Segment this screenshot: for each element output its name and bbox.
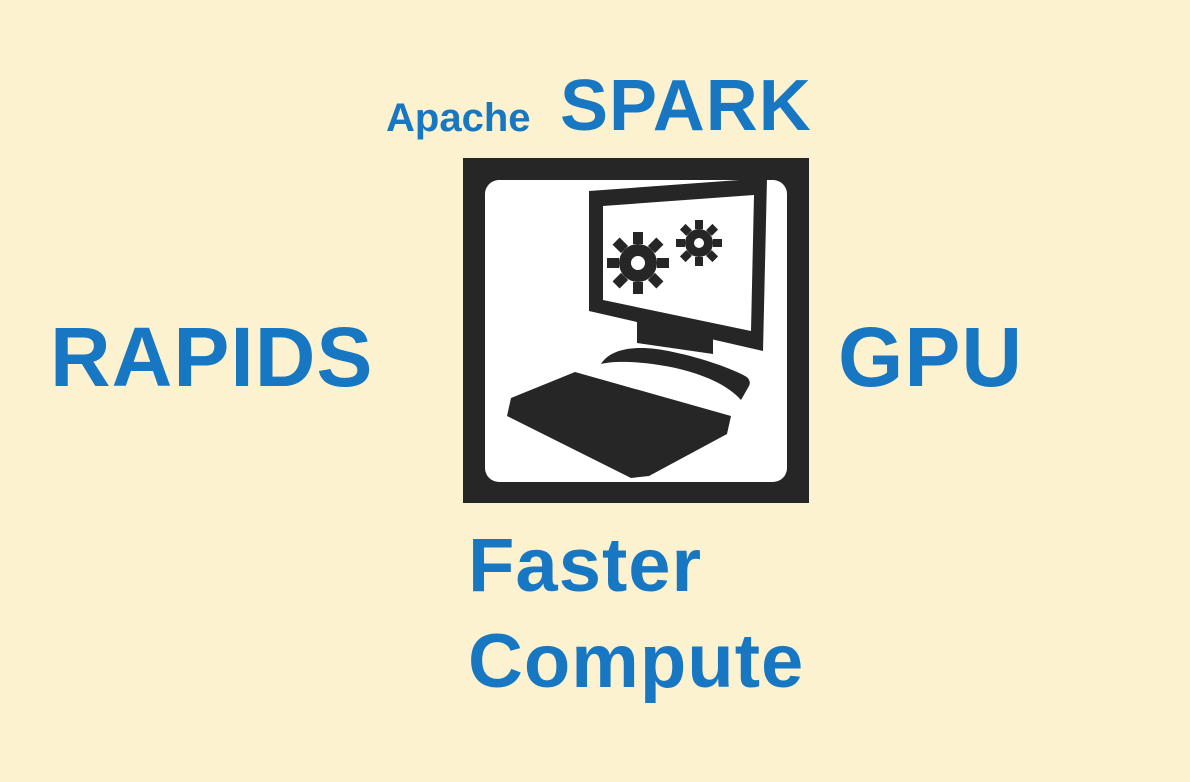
compute-label: Compute bbox=[468, 619, 805, 704]
gpu-label: GPU bbox=[838, 310, 1024, 404]
computer-with-gears-icon bbox=[463, 158, 809, 503]
faster-label: Faster bbox=[468, 523, 703, 608]
apache-label: Apache bbox=[386, 96, 531, 140]
spark-label: SPARK bbox=[560, 66, 812, 146]
rapids-label: RAPIDS bbox=[50, 310, 374, 404]
